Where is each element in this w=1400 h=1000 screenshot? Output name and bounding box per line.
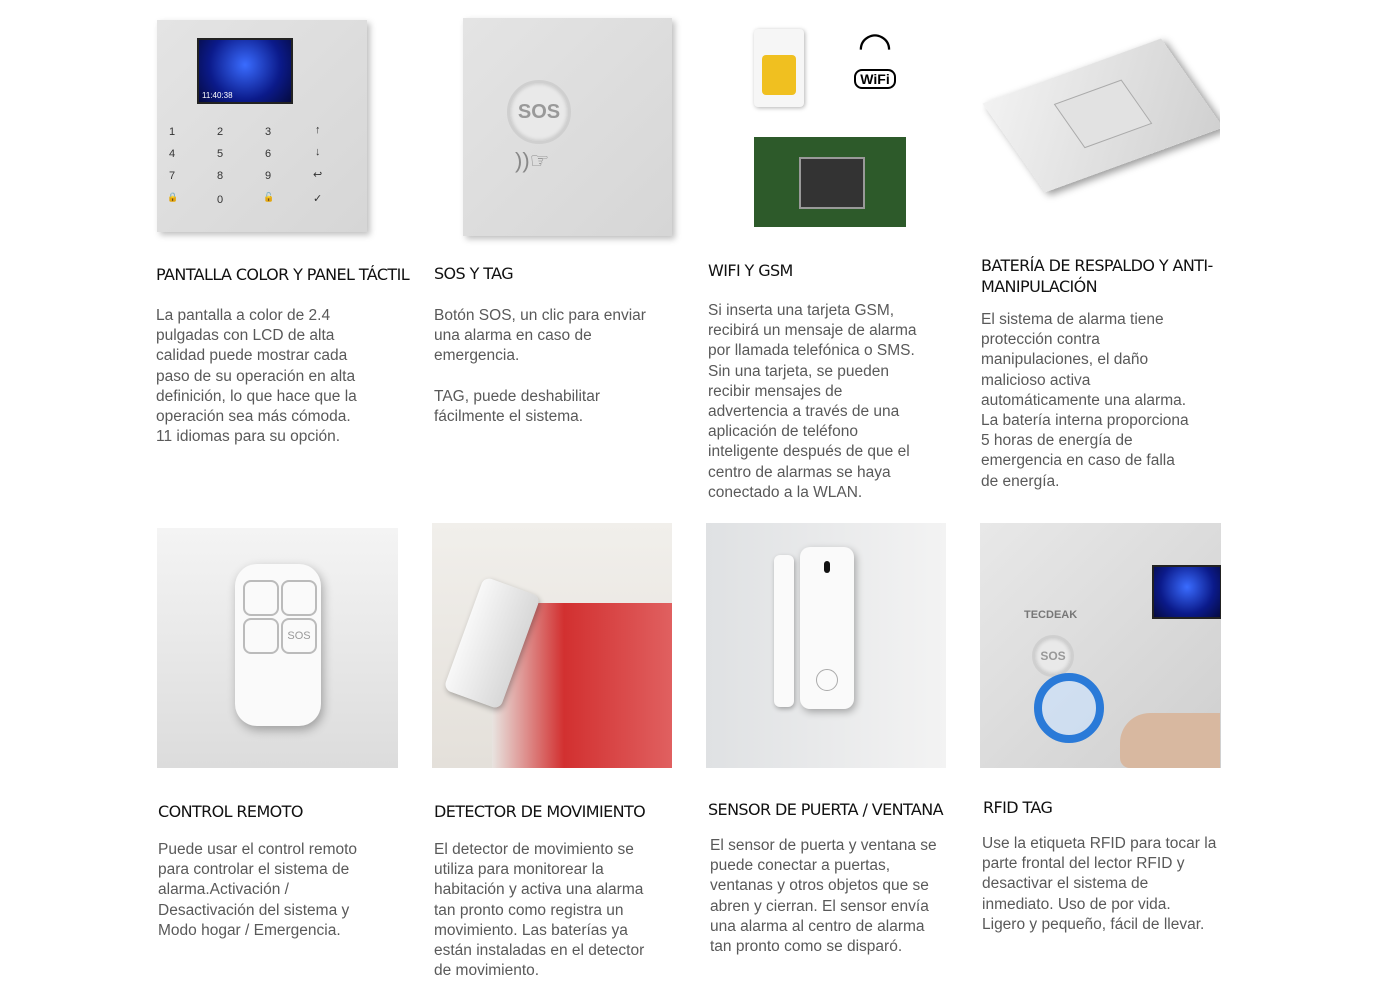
- feature-description: Si inserta una tarjeta GSM, recibirá un …: [708, 302, 917, 501]
- key-9: 9: [265, 170, 272, 182]
- sim-slot-board-icon: [754, 137, 906, 227]
- door-sensor-image: [706, 523, 946, 768]
- sos-panel-image: SOS ))☞: [463, 18, 672, 236]
- remote-control-image: SOS: [157, 528, 398, 768]
- feature-title: SENSOR DE PUERTA / VENTANA: [708, 800, 944, 819]
- key-down: ↓: [315, 146, 321, 158]
- wifi-label: WiFi: [854, 69, 896, 89]
- feature-description: Use la etiqueta RFID para tocar la parte…: [982, 835, 1217, 933]
- feature-description: El sistema de alarma tiene protección co…: [981, 311, 1189, 490]
- wifi-icon: ◠ WiFi: [838, 25, 912, 89]
- hand-icon: [1120, 713, 1220, 768]
- rfid-icon: ))☞: [515, 148, 550, 173]
- key-6: 6: [265, 148, 272, 160]
- key-back: ↩: [313, 169, 323, 181]
- key-4: 4: [169, 148, 176, 160]
- feature-title: CONTROL REMOTO: [158, 802, 303, 821]
- key-0: 0: [217, 194, 224, 206]
- screen-time: 11:40:38: [202, 91, 233, 100]
- key-7: 7: [169, 170, 176, 182]
- sos-label: SOS: [517, 101, 561, 123]
- sos-button-icon: SOS: [1032, 635, 1074, 677]
- sos-label: SOS: [1040, 649, 1066, 663]
- key-1: 1: [169, 126, 176, 138]
- sim-card-icon: [754, 29, 804, 107]
- lcd-screen: [1152, 565, 1221, 619]
- rfid-tag-image: TECDEAK SOS: [980, 523, 1221, 768]
- panel-back-image: [980, 15, 1220, 230]
- key-2: 2: [217, 126, 224, 138]
- feature-title: PANTALLA COLOR Y PANEL TÁCTIL: [156, 265, 410, 284]
- feature-title: BATERÍA DE RESPALDO Y ANTI- MANIPULACIÓN: [981, 256, 1213, 296]
- brand-logo: TECDEAK: [1024, 609, 1078, 621]
- feature-description: El detector de movimiento se utiliza par…: [434, 841, 645, 980]
- feature-title: DETECTOR DE MOVIMIENTO: [434, 802, 646, 821]
- feature-description: El sensor de puerta y ventana se puede c…: [710, 837, 937, 956]
- feature-title: RFID TAG: [983, 798, 1053, 817]
- feature-title: WIFI Y GSM: [708, 261, 793, 280]
- wifi-gsm-image: ◠ WiFi: [750, 25, 915, 230]
- key-ok: ✓: [313, 193, 323, 205]
- feature-description: Botón SOS, un clic para enviar una alarm…: [434, 307, 646, 426]
- feature-description: Puede usar el control remoto para contro…: [158, 841, 358, 939]
- lcd-screen: 11:40:38: [197, 38, 293, 104]
- key-arm: 🔒: [167, 192, 179, 202]
- control-panel-image: 11:40:38 1 2 3 ↑ 4 5 6 ↓ 7 8 9 ↩ 🔒 0 🔓 ✓: [157, 20, 367, 232]
- motion-detector-image: [432, 523, 672, 768]
- key-8: 8: [217, 170, 224, 182]
- key-5: 5: [217, 148, 224, 160]
- key-disarm: 🔓: [263, 192, 275, 202]
- key-up: ↑: [315, 124, 321, 136]
- feature-title: SOS Y TAG: [434, 264, 514, 283]
- rfid-keyfob-icon: [1034, 673, 1104, 743]
- sos-button-icon: SOS: [507, 80, 571, 144]
- remote-control-icon: SOS: [235, 564, 321, 726]
- feature-description: La pantalla a color de 2.4 pulgadas con …: [156, 307, 357, 446]
- door-sensor-magnet-icon: [774, 555, 794, 707]
- door-sensor-icon: [800, 547, 854, 709]
- key-3: 3: [265, 126, 272, 138]
- panel-back-icon: [982, 38, 1220, 193]
- remote-sos-label: SOS: [287, 630, 311, 642]
